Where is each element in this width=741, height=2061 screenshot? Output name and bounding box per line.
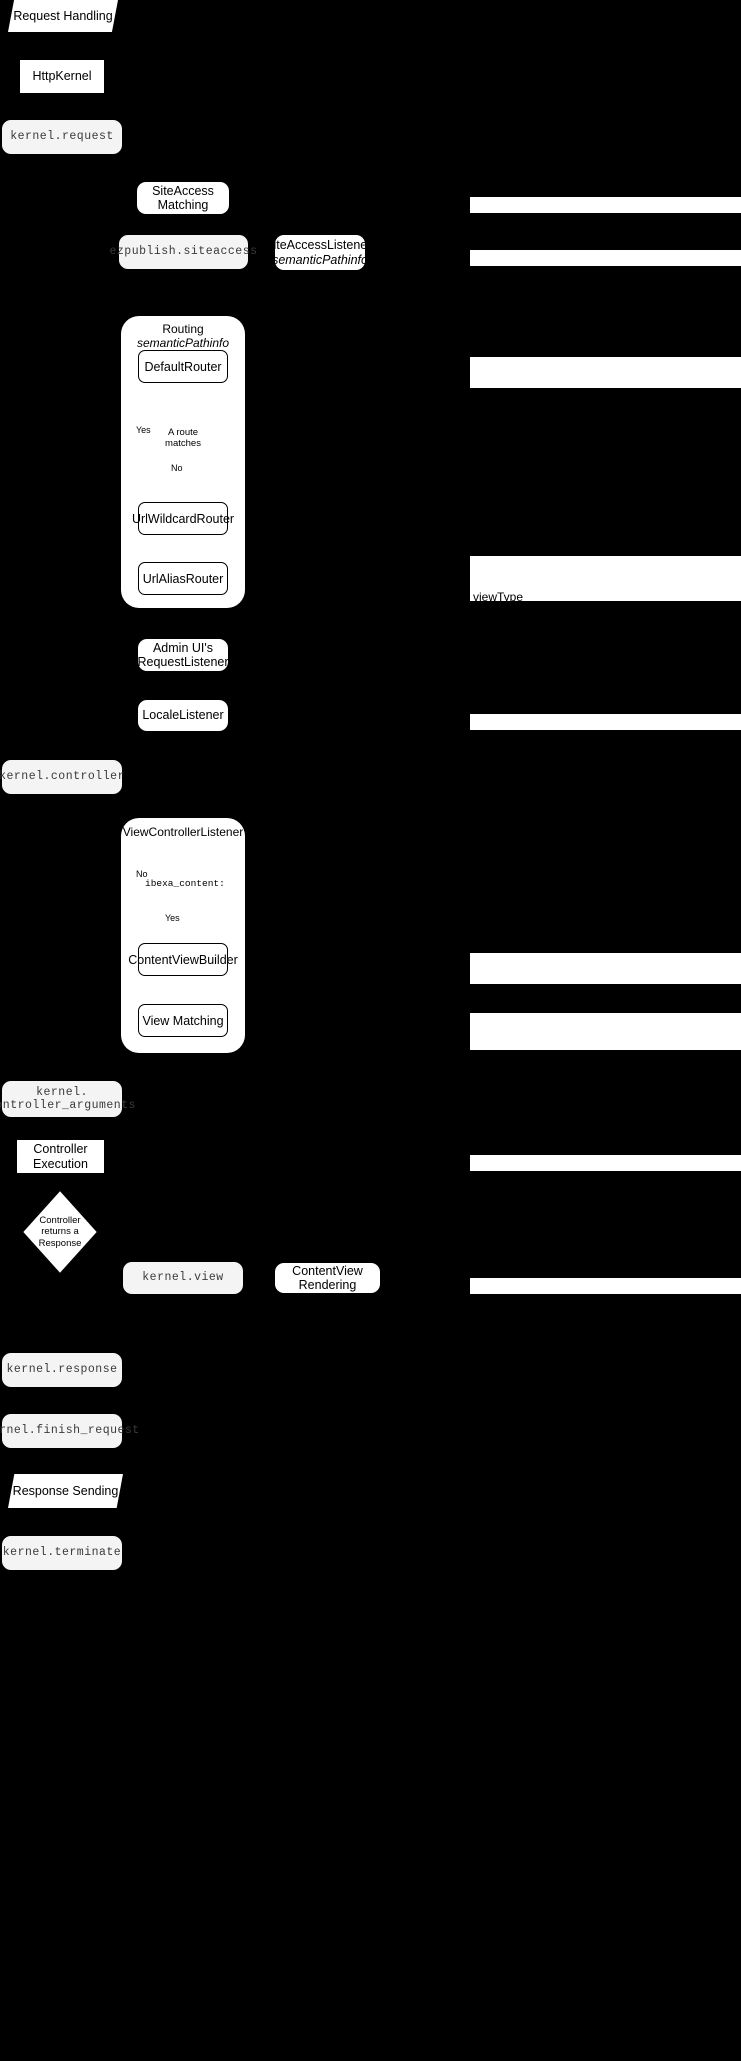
routing-decision-no-label: No (171, 463, 183, 473)
routing-decision-label: A route matches (149, 427, 217, 450)
attr-view-content-location-ids: viewType contentId locationId (470, 556, 741, 702)
group-view-controller-title: ViewControllerListener (121, 825, 245, 839)
node-siteaccess-matching: SiteAccess Matching (137, 182, 229, 214)
event-kernel-finish-request-label: kernel.finish_request (0, 1424, 140, 1438)
event-kernel-controller: kernel.controller (0, 760, 125, 794)
attr-contentid-line-1: contentId (473, 638, 523, 653)
node-locale-listener-label: LocaleListener (142, 708, 224, 723)
event-kernel-finish-request: kernel.finish_request (0, 1414, 139, 1448)
group-view-controller-title-text: ViewControllerListener (122, 825, 244, 839)
attr-siteaccess-line-0: siteaccess (486, 215, 543, 230)
controller-response-line3: Response (38, 1237, 82, 1249)
view-yes-text: Yes (165, 913, 180, 923)
attr-route-controller: _route _controller (470, 357, 741, 454)
attr-siteaccess: siteaccess (470, 197, 741, 229)
group-routing-title-italic: semanticPathinfo (136, 336, 230, 351)
node-siteaccess-listener: SiteAccessListener: semanticPathinfo (265, 235, 375, 270)
attr-controllerreference-line-1: controllerReference (473, 1095, 578, 1110)
routing-decision-line2: matches (165, 437, 201, 449)
event-kernel-response-label: kernel.response (6, 1363, 118, 1377)
view-decision-label: ibexa_content: (145, 878, 225, 889)
event-kernel-terminate: kernel.terminate (2, 1536, 122, 1570)
attr-response: response (470, 1278, 741, 1310)
attr-route-line-0: _route (473, 391, 508, 406)
view-decision-yes-label: Yes (165, 913, 180, 923)
attr-semantic-pathinfo-line-0: semanticPathinfo (486, 268, 579, 283)
node-view-matching: View Matching (138, 1004, 228, 1037)
routing-no-text: No (171, 463, 183, 473)
node-http-kernel: HttpKernel (20, 60, 104, 93)
node-default-router-label: DefaultRouter (144, 359, 222, 374)
event-kernel-view: kernel.view (123, 1262, 243, 1294)
attr-content-location: content location (470, 953, 741, 1050)
node-controller-execution: Controller Execution (17, 1140, 104, 1173)
node-default-router: DefaultRouter (138, 350, 228, 383)
node-contentview-rendering-label: ContentView Rendering (292, 1263, 363, 1292)
group-routing-title-prefix: Routing (162, 322, 204, 336)
node-admin-ui-request-listener-line1: Admin UI's (152, 640, 214, 655)
node-locale-listener: LocaleListener (138, 700, 228, 731)
node-url-alias-router: UrlAliasRouter (138, 562, 228, 595)
event-kernel-controller-label: kernel.controller (0, 770, 125, 784)
attr-view: view (470, 1034, 741, 1066)
banner-response-sending: Response Sending (8, 1474, 123, 1508)
attr-viewtype-line-0: viewType (473, 590, 524, 605)
attr-locale: _locale (470, 714, 741, 746)
node-controller-execution-label: Controller Execution (33, 1142, 88, 1171)
attr-route-line-1: _controller (473, 439, 530, 454)
attr-templateidentifier-line-0: templateIdentifier (473, 1047, 566, 1062)
node-admin-ui-request-listener: Admin UI's RequestListener (137, 639, 229, 671)
attr-semantic-pathinfo: semanticPathinfo (470, 250, 741, 282)
attr-locationid-line-2: locationId (473, 687, 525, 702)
node-url-alias-router-label: UrlAliasRouter (142, 571, 224, 586)
node-http-kernel-label: HttpKernel (32, 69, 92, 84)
attr-response-line-0: response (486, 1296, 536, 1311)
event-kernel-request: kernel.request (2, 120, 122, 154)
node-siteaccess-listener-line1: SiteAccessListener: (265, 238, 375, 253)
event-ezpublish-siteaccess-label: ezpublish.siteaccess (109, 245, 258, 259)
event-kernel-terminate-label: kernel.terminate (2, 1546, 122, 1560)
banner-request-handling-label: Request Handling (13, 8, 113, 23)
node-contentview-rendering: ContentView Rendering (275, 1263, 380, 1293)
routing-decision-yes-label: Yes (136, 425, 151, 435)
node-content-view-builder: ContentViewBuilder (128, 943, 238, 976)
node-siteaccess-matching-label: SiteAccess Matching (152, 183, 214, 212)
node-url-wildcard-router-label: UrlWildcardRouter (131, 511, 235, 526)
routing-yes-text: Yes (136, 425, 151, 435)
node-content-view-builder-label: ContentViewBuilder (128, 952, 238, 967)
routing-decision-line1: A route (167, 427, 199, 438)
event-ezpublish-siteaccess: ezpublish.siteaccess (109, 235, 257, 269)
event-kernel-controller-arguments-line1: kernel. (36, 1085, 88, 1099)
controller-response-line2: returns a (41, 1226, 79, 1238)
banner-request-handling: Request Handling (8, 0, 118, 32)
event-kernel-view-label: kernel.view (142, 1271, 224, 1285)
attr-response-view-line-0: response/view (486, 1173, 564, 1188)
event-kernel-response: kernel.response (2, 1353, 122, 1387)
banner-response-sending-label: Response Sending (12, 1483, 119, 1498)
node-url-wildcard-router: UrlWildcardRouter (132, 502, 234, 535)
event-kernel-request-label: kernel.request (10, 130, 114, 144)
attr-content-line-0: content (473, 987, 513, 1002)
event-kernel-controller-arguments-line2: controller_arguments (0, 1099, 137, 1112)
controller-response-decision: Controller returns a Response (26, 1215, 94, 1249)
view-decision-text: ibexa_content: (145, 878, 225, 889)
view-no-text: No (136, 869, 148, 879)
node-admin-ui-request-listener-line2: RequestListener (137, 655, 229, 669)
attr-response-view: response/view (470, 1155, 741, 1187)
node-view-matching-label: View Matching (142, 1013, 224, 1028)
event-kernel-controller-arguments: kernel. controller_arguments (0, 1081, 136, 1117)
view-decision-no-label: No (136, 869, 148, 879)
attr-view-line-0: view (486, 1052, 511, 1067)
node-siteaccess-listener-line2: semanticPathinfo (272, 252, 368, 267)
attr-locale-line-0: _locale (486, 732, 525, 747)
controller-response-line1: Controller (39, 1215, 81, 1226)
